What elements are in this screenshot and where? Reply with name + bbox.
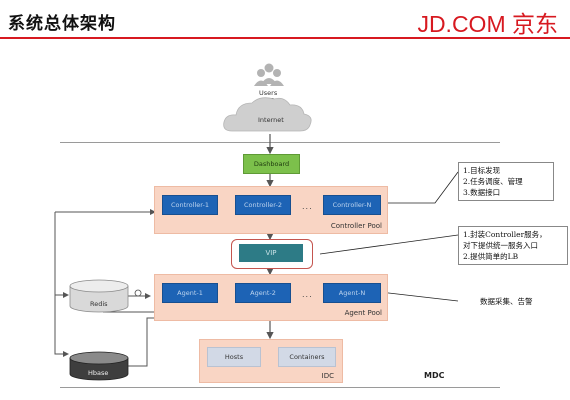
- controller-pool: Controller-1 Controller-2 ... Controller…: [154, 186, 388, 234]
- users-icon: [254, 63, 284, 86]
- agent-ellipsis: ...: [302, 290, 313, 299]
- note-line: 2.任务调度、管理: [463, 177, 523, 186]
- containers-box: Containers: [278, 347, 336, 367]
- vip-box: VIP: [239, 244, 303, 262]
- vip-frame: VIP: [231, 239, 313, 269]
- controller-ellipsis: ...: [302, 202, 313, 211]
- vip-note: 1.封装Controller服务， 对下提供统一服务入口 2.提供简单的LB: [458, 226, 568, 265]
- redis-cylinder-icon: [69, 279, 129, 313]
- hosts-box: Hosts: [207, 347, 261, 367]
- controller-note: 1.目标发现 2.任务调度、管理 3.数据接口: [458, 162, 554, 201]
- note-line: 3.数据接口: [463, 188, 501, 197]
- agent-pool: Agent-1 Agent-2 ... Agent-N Agent Pool: [154, 274, 388, 321]
- bottom-divider: [60, 387, 500, 388]
- controller-node: Controller-N: [323, 195, 381, 215]
- mdc-label: MDC: [424, 371, 445, 380]
- note-line: 对下提供统一服务入口: [463, 241, 538, 250]
- agent-node: Agent-1: [162, 283, 218, 303]
- users-label: Users: [259, 89, 278, 97]
- note-line: 2.提供简单的LB: [463, 252, 519, 261]
- controller-node: Controller-1: [162, 195, 218, 215]
- agent-pool-label: Agent Pool: [344, 309, 382, 317]
- header-divider: [0, 37, 570, 39]
- dashboard-box: Dashboard: [243, 154, 300, 174]
- hbase-cylinder-icon: [69, 351, 129, 381]
- agent-node: Agent-2: [235, 283, 291, 303]
- hbase-label: Hbase: [88, 369, 109, 377]
- agent-note: 数据采集、告警: [480, 297, 533, 306]
- internet-label: Internet: [258, 116, 284, 124]
- controller-pool-label: Controller Pool: [330, 222, 382, 230]
- note-line: 1.封装Controller服务，: [463, 230, 547, 239]
- note-line: 1.目标发现: [463, 166, 501, 175]
- idc-label: IDC: [321, 372, 334, 380]
- slide-title: 系统总体架构: [8, 14, 116, 34]
- agent-node: Agent-N: [323, 283, 381, 303]
- internet-cloud-icon: [223, 97, 312, 132]
- idc-pool: Hosts Containers IDC: [199, 339, 343, 383]
- controller-node: Controller-2: [235, 195, 291, 215]
- jd-logo: JD.COM 京东: [417, 11, 558, 37]
- redis-label: Redis: [90, 300, 108, 308]
- internet-divider: [60, 142, 500, 143]
